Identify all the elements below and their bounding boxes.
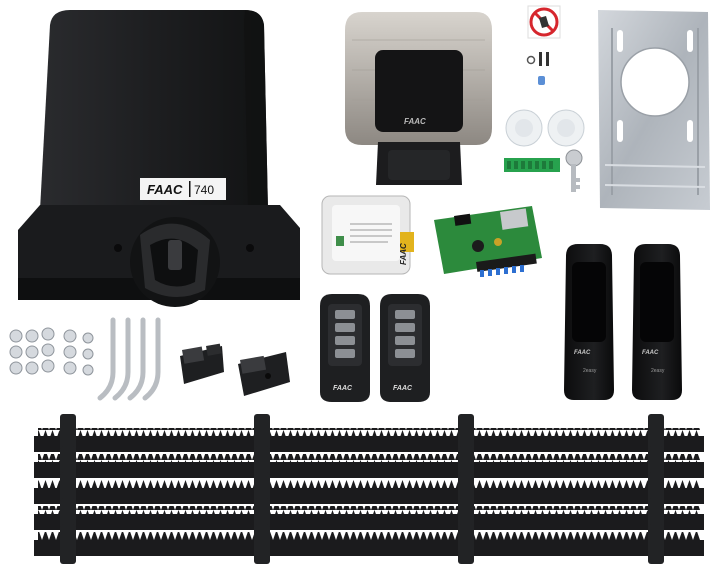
photocell-left-brand: FAAC	[574, 350, 591, 356]
photocell-left: FAAC 2easy	[564, 244, 614, 400]
photocell-right: FAAC 2easy	[632, 244, 682, 400]
motor-brand-label: FAAC 740	[140, 178, 226, 200]
photocell-left-model: 2easy	[583, 368, 597, 374]
terminal-block	[504, 158, 560, 172]
gear-rack-1	[34, 414, 704, 456]
gear-racks	[34, 414, 704, 564]
rubber-grommets	[505, 109, 585, 147]
galvanized-mounting-plate	[598, 10, 710, 210]
gate-motor-unit: FAAC 740	[18, 10, 300, 307]
remote-control-left: FAAC	[320, 294, 370, 402]
anchor-j-bolts	[97, 317, 161, 401]
nuts-and-washers	[9, 327, 94, 376]
motor-model-text: 740	[194, 183, 214, 197]
remote-control-right: FAAC	[380, 294, 430, 402]
photocell-right-brand: FAAC	[642, 350, 659, 356]
remote-left-brand: FAAC	[333, 385, 353, 392]
control-board-pcb	[434, 206, 542, 277]
motor-release-knob	[130, 217, 220, 307]
remote-right-brand: FAAC	[393, 385, 413, 392]
gear-rack-5	[34, 524, 704, 564]
radio-receiver-module: FAAC	[321, 195, 414, 275]
limit-switch-bracket-right	[238, 352, 290, 396]
warning-sticker	[527, 5, 561, 39]
small-screws	[526, 52, 549, 85]
photocell-right-model: 2easy	[651, 368, 665, 374]
flashing-lamp: FAAC	[345, 12, 492, 185]
limit-switch-bracket-left	[180, 343, 224, 384]
lamp-brand-text: FAAC	[404, 117, 426, 126]
receiver-brand-text: FAAC	[399, 243, 408, 265]
motor-brand-text: FAAC	[147, 182, 183, 197]
release-key	[565, 149, 583, 192]
